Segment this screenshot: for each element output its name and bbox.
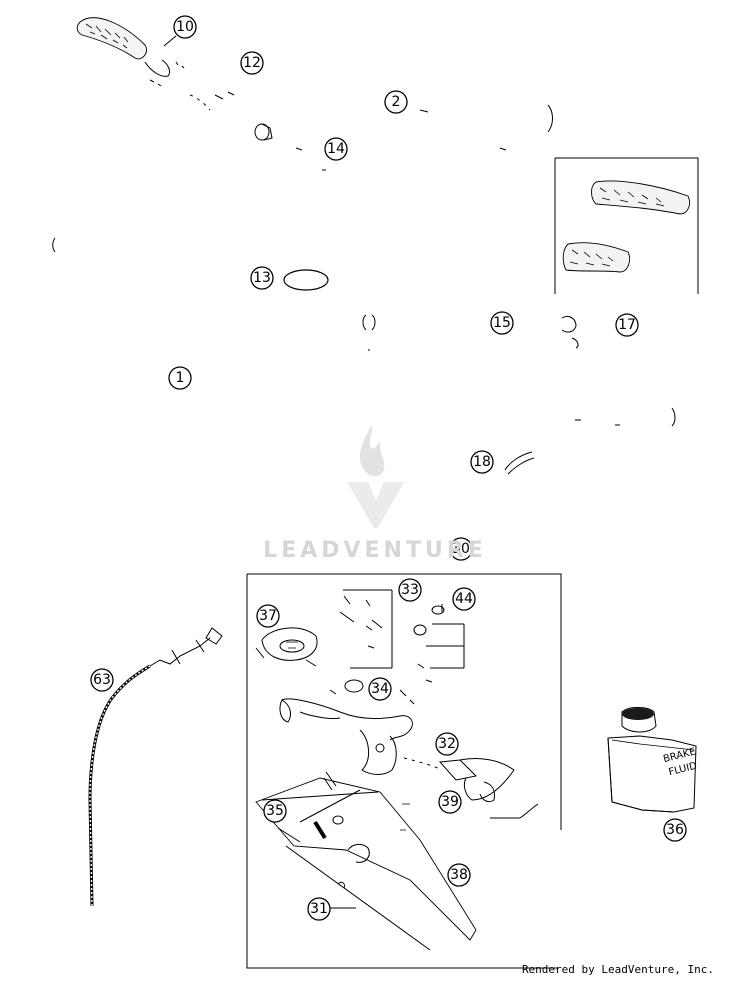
- callout-38: 38: [447, 863, 471, 887]
- callout-2: 2: [384, 90, 408, 114]
- svg-text:13: 13: [253, 270, 271, 286]
- svg-text:17: 17: [618, 317, 636, 333]
- callout-12: 12: [240, 51, 264, 75]
- svg-text:1: 1: [176, 370, 185, 386]
- callout-33: 33: [398, 578, 422, 602]
- seal-group-44: [413, 605, 465, 683]
- o-ring-part: [283, 269, 329, 291]
- callout-37: 37: [256, 604, 280, 628]
- callout-30: 30: [449, 537, 473, 561]
- svg-text:36: 36: [666, 822, 684, 838]
- diaphragm-part: [344, 679, 364, 693]
- watermark-logo: [347, 425, 404, 528]
- callout-63: 63: [90, 668, 114, 692]
- svg-text:14: 14: [327, 141, 345, 157]
- svg-text:33: 33: [401, 582, 419, 598]
- svg-text:35: 35: [266, 803, 284, 819]
- reservoir-cap-group: [255, 627, 318, 667]
- callout-1: 1: [168, 366, 192, 390]
- callout-17: 17: [615, 313, 639, 337]
- piston-kit-32-39: [403, 757, 539, 819]
- svg-text:18: 18: [473, 454, 491, 470]
- center-bolts: [362, 314, 376, 351]
- svg-text:30: 30: [452, 541, 470, 557]
- bolt-group-33: [339, 589, 393, 669]
- right-side-clamp: [561, 315, 579, 349]
- right-bar-marks: [575, 419, 620, 426]
- callout-32: 32: [435, 732, 459, 756]
- master-cylinder-body: [279, 689, 415, 775]
- svg-text:2: 2: [392, 94, 401, 110]
- callout-18: 18: [470, 450, 494, 474]
- svg-text:15: 15: [493, 315, 511, 331]
- svg-text:39: 39: [441, 794, 459, 810]
- handlebar-left-end: [52, 237, 56, 253]
- handlebar-end-cap: [254, 123, 273, 141]
- left-grip: [76, 17, 147, 60]
- brake-line-63: [88, 627, 223, 907]
- callout-13: 13: [250, 266, 274, 290]
- svg-text:10: 10: [176, 19, 194, 35]
- svg-text:34: 34: [371, 681, 389, 697]
- brake-assembly-box: [246, 573, 562, 969]
- grip-inset-box: [554, 157, 699, 294]
- callout-34: 34: [368, 677, 392, 701]
- cable-holder: [504, 451, 535, 475]
- footer-credit: Rendered by LeadVenture, Inc.: [521, 963, 714, 976]
- svg-text:63: 63: [93, 672, 111, 688]
- callout-36: 36: [663, 818, 687, 842]
- callout-39: 39: [438, 790, 462, 814]
- svg-text:32: 32: [438, 736, 456, 752]
- svg-text:31: 31: [310, 901, 328, 917]
- svg-text:12: 12: [243, 55, 261, 71]
- brake-fluid-bottle: [607, 707, 697, 813]
- callout-14: 14: [324, 137, 348, 161]
- callout-15: 15: [490, 311, 514, 335]
- right-bar-end: [671, 407, 676, 427]
- callout-10: 10: [173, 15, 197, 39]
- callout-35: 35: [263, 799, 287, 823]
- clamp-marks: [295, 147, 326, 171]
- svg-text:38: 38: [450, 867, 468, 883]
- callout-44: 44: [452, 587, 476, 611]
- handlebar-right-end: [419, 104, 553, 151]
- svg-text:37: 37: [259, 608, 277, 624]
- brake-lever: [255, 771, 477, 951]
- svg-text:44: 44: [455, 591, 473, 607]
- throttle-assembly: [144, 59, 235, 111]
- watermark-text: LEADVENTURE: [263, 538, 487, 563]
- leader-lines: [163, 35, 443, 909]
- callout-31: 31: [307, 897, 331, 921]
